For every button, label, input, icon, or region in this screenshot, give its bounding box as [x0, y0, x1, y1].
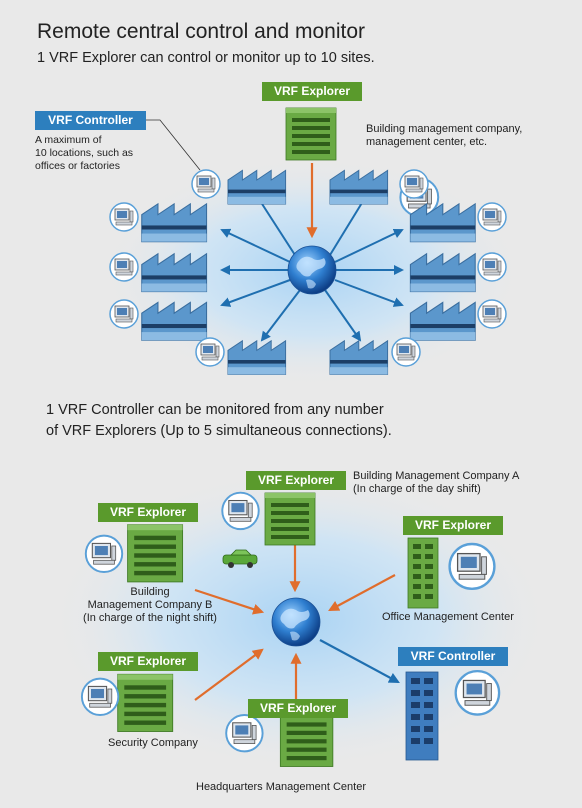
hq-label: Headquarters Management Center [196, 781, 366, 793]
company-b-label-line: (In charge of the night shift) [83, 612, 217, 624]
arrow-site-bottom-right [324, 289, 362, 342]
explorer-building-icon [285, 107, 337, 161]
monitor-icon [109, 299, 139, 329]
controller-note-line: 10 locations, such as [35, 147, 134, 159]
monitor-icon [195, 337, 225, 367]
explorer-tag-company-b: VRF Explorer [98, 503, 198, 522]
controller-building-icon [405, 671, 439, 761]
explorer-tag-security: VRF Explorer [98, 652, 198, 671]
office-monitor-icon [448, 542, 496, 590]
company-a-monitor-icon [221, 491, 260, 531]
controller-callout-line [146, 119, 201, 171]
section2-subtitle-line: 1 VRF Controller can be monitored from a… [46, 402, 384, 418]
explorer-tag-company-a: VRF Explorer [246, 471, 346, 490]
section1-subtitle: 1 VRF Explorer can control or monitor up… [37, 50, 375, 66]
explorer-note: Building management company, management … [366, 123, 522, 149]
arrow-site-left-1 [220, 228, 291, 263]
explorer-tag: VRF Explorer [262, 82, 362, 101]
controller-tag-2: VRF Controller [398, 647, 508, 666]
hq-building-icon [279, 711, 334, 768]
globe-icon [287, 245, 337, 295]
explorer-tag-office: VRF Explorer [403, 516, 503, 535]
monitor-icon [109, 202, 139, 232]
security-building-icon [117, 673, 174, 733]
arrow-from-office [328, 574, 396, 612]
explorer-arrows [194, 545, 396, 701]
company-a-label-line: Building Management Company A [353, 470, 520, 482]
controller-note: A maximum of 10 locations, such as offic… [35, 134, 133, 173]
arrow-site-right-1 [334, 228, 404, 263]
controller-note-line: offices or factories [35, 160, 121, 172]
company-a-building-icon [264, 492, 316, 546]
office-label: Office Management Center [382, 611, 514, 623]
site-arrows [220, 191, 404, 342]
explorer-note-line: Building management company, [366, 123, 523, 135]
monitor-icon [391, 337, 421, 367]
company-b-label-line: Management Company B [87, 599, 213, 611]
controller-note-line: A maximum of [35, 134, 102, 146]
car-icon [222, 549, 258, 568]
monitor-icon [399, 169, 429, 199]
page-title: Remote central control and monitor [37, 20, 365, 43]
explorer-note-line: management center, etc. [366, 136, 488, 148]
globe-icon [271, 597, 321, 647]
arrow-site-right-3 [334, 279, 404, 307]
monitor-icon [191, 169, 221, 199]
arrow-site-left-3 [220, 279, 291, 307]
company-b-label-line: Building [130, 586, 170, 598]
section2-subtitle-line: of VRF Explorers (Up to 5 simultaneous c… [46, 423, 392, 439]
company-b-building-icon [127, 524, 184, 583]
company-a-label: Building Management Company A (In charge… [353, 470, 519, 496]
monitor-icon [477, 252, 507, 282]
security-monitor-icon [80, 677, 120, 716]
security-label: Security Company [108, 737, 198, 749]
arrow-site-bottom-left [260, 289, 301, 342]
controller-monitor-icon [454, 669, 501, 716]
office-building-icon [407, 537, 439, 609]
monitor-icon [477, 202, 507, 232]
monitor-icon [477, 299, 507, 329]
hq-monitor-icon [225, 714, 264, 753]
controller-tag: VRF Controller [35, 111, 146, 130]
explorer-tag-hq: VRF Explorer [248, 699, 348, 718]
arrow-from-security [194, 648, 264, 701]
arrow-from-company-b [194, 588, 265, 615]
globe-to-controller-arrow [319, 639, 400, 684]
company-b-label: Building Management Company B (In charge… [60, 586, 240, 625]
company-b-monitor-icon [84, 534, 124, 573]
company-a-label-line: (In charge of the day shift) [353, 483, 481, 495]
monitor-icon [109, 252, 139, 282]
